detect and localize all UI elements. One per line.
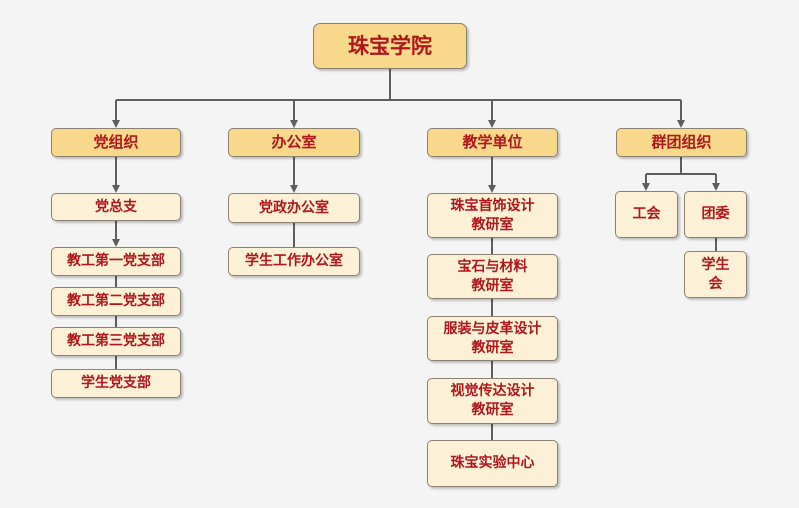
node-label: 教工第二党支部: [67, 293, 165, 309]
branch-header-teaching: 教学单位: [427, 128, 558, 157]
node-label: 教工第三党支部: [67, 333, 165, 349]
node-label: 党政办公室: [259, 199, 329, 216]
branch-header-office: 办公室: [228, 128, 360, 157]
node-label: 服装与皮革设计 教研室: [443, 320, 542, 356]
node-label: 学生 会: [701, 256, 730, 292]
node-label: 教工第一党支部: [67, 253, 165, 269]
teaching-node-gem-materials: 宝石与材料 教研室: [427, 254, 558, 299]
root-node: 珠宝学院: [313, 23, 467, 69]
node-label: 团委: [701, 206, 730, 222]
party-node-staff-branch-2: 教工第二党支部: [51, 287, 181, 316]
groups-node-student-union: 学生 会: [684, 251, 747, 298]
office-node-party-admin: 党政办公室: [228, 193, 360, 223]
teaching-node-jewelry-design: 珠宝首饰设计 教研室: [427, 193, 558, 238]
node-label: 工会: [632, 206, 661, 222]
teaching-node-jewelry-lab: 珠宝实验中心: [427, 440, 558, 487]
node-label: 学生工作办公室: [245, 253, 343, 269]
teaching-node-fashion-leather: 服装与皮革设计 教研室: [427, 316, 558, 361]
node-label: 珠宝实验中心: [450, 455, 535, 471]
branch-header-label: 办公室: [271, 133, 317, 151]
node-label: 党总支: [95, 198, 137, 215]
node-label: 珠宝首饰设计 教研室: [450, 197, 535, 233]
party-node-staff-branch-1: 教工第一党支部: [51, 247, 181, 276]
node-label: 宝石与材料 教研室: [457, 258, 528, 294]
root-label: 珠宝学院: [348, 33, 432, 58]
branch-header-label: 群团组织: [651, 133, 712, 151]
office-node-student-affairs: 学生工作办公室: [228, 247, 360, 276]
branch-header-groups: 群团组织: [616, 128, 747, 157]
party-node-student-branch: 学生党支部: [51, 369, 181, 398]
branch-header-party: 党组织: [51, 128, 181, 157]
teaching-node-visual-communication: 视觉传达设计 教研室: [427, 378, 558, 424]
party-node-general-branch: 党总支: [51, 193, 181, 221]
branch-header-label: 教学单位: [462, 133, 523, 151]
node-label: 学生党支部: [81, 375, 151, 391]
branch-header-label: 党组织: [93, 133, 139, 151]
node-label: 视觉传达设计 教研室: [450, 383, 535, 418]
groups-node-union: 工会: [615, 191, 678, 238]
groups-node-youth-league: 团委: [684, 191, 747, 238]
party-node-staff-branch-3: 教工第三党支部: [51, 327, 181, 356]
